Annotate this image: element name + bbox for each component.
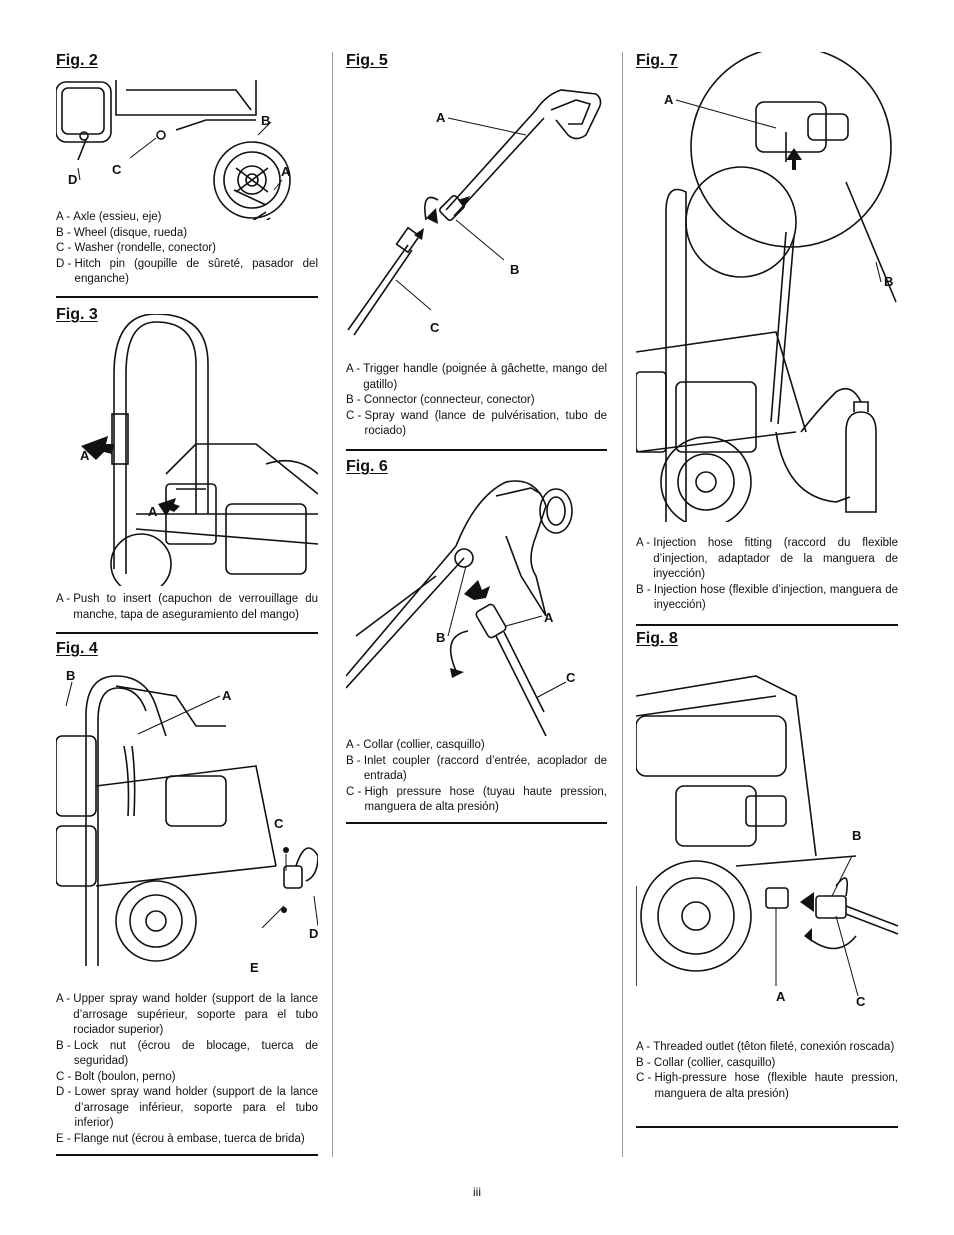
legend-item: C - Spray wand (lance de pulvérisation, … [346,409,607,438]
figure-2-illustration: B C D A [56,80,318,220]
figure-2: Fig. 2 [56,52,318,300]
figure-5-label-b: B [510,262,519,277]
legend-item: A - Trigger handle (poignée à gâchette, … [346,363,607,391]
figure-8-rule [636,1126,898,1128]
figure-6: Fig. 6 [346,458,607,828]
figure-4-label-c: C [274,816,284,831]
figure-7-label-b: B [884,274,893,289]
legend-item: B - Injection hose (flexible d’injection… [636,583,898,612]
figure-8-title: Fig. 8 [636,630,678,647]
figure-8-legend: A - Threaded outlet (têton fileté, conex… [636,1040,898,1102]
figure-6-label-a: A [544,610,554,625]
figure-8: Fig. 8 [636,630,898,1130]
figure-2-label-b: B [261,113,270,128]
legend-item: A - Collar (collier, casquillo) [346,739,485,751]
figure-3-legend: A - Push to insert (capuchon de verrouil… [56,592,318,623]
figure-7-label-a: A [664,92,674,107]
legend-item: C - High-pressure hose (flexible haute p… [636,1072,898,1100]
figure-2-title: Fig. 2 [56,52,98,69]
figure-4-illustration: A B C D E [56,666,318,986]
legend-item: A - Axle (essieu, eje) [56,211,162,223]
figure-6-title: Fig. 6 [346,458,388,475]
legend-item: B - Collar (collier, casquillo) [636,1056,776,1069]
figure-7-illustration: A B [636,52,898,522]
figure-4-label-e: E [250,960,259,975]
figure-6-rule [346,822,607,824]
figure-7-rule [636,624,898,626]
figure-6-illustration: A B C [346,466,607,736]
column-divider-left [332,52,333,1157]
figure-8-label-c: C [856,994,866,1009]
figure-8-label-a: A [776,989,786,1004]
figure-5-label-c: C [430,320,440,335]
figure-3-title: Fig. 3 [56,306,98,323]
figure-8-label-b: B [852,828,861,843]
figure-3-illustration: A A [56,314,318,586]
figure-7-legend: A - Injection hose fitting (raccord du f… [636,536,898,614]
figure-7: Fig. 7 [636,52,898,628]
legend-item: D - Lower spray wand holder (support de … [56,1086,318,1129]
figure-4: Fig. 4 [56,640,318,1160]
figure-2-label-c: C [112,162,122,177]
figure-2-rule [56,296,318,298]
figure-5-label-a: A [436,110,446,125]
figure-6-label-c: C [566,670,576,685]
legend-item: B - Wheel (disque, rueda) [56,226,188,239]
legend-item: C - High pressure hose (tuyau haute pres… [346,785,607,814]
figure-8-illustration: A B C [636,656,898,1016]
figure-2-legend: A - Axle (essieu, eje) B - Wheel (disque… [56,210,318,288]
legend-item: A - Injection hose fitting (raccord du f… [636,537,898,580]
figure-6-legend: A - Collar (collier, casquillo) B - Inle… [346,738,607,816]
figure-4-legend: A - Upper spray wand holder (support de … [56,992,318,1147]
column-divider-right [622,52,623,1157]
figure-5-rule [346,449,607,451]
legend-item: D - Hitch pin (goupille de sûreté, pasad… [56,257,318,286]
figure-4-title: Fig. 4 [56,640,98,657]
figure-5: Fig. 5 [346,52,607,452]
legend-item: E - Flange nut (écrou à embase, tuerca d… [56,1132,305,1145]
legend-item: A - Threaded outlet (têton fileté, conex… [636,1041,895,1053]
figure-2-label-a: A [281,164,291,179]
legend-item: B - Lock nut (écrou de blocage, tuerca d… [56,1039,318,1068]
figure-5-title: Fig. 5 [346,52,388,69]
figure-7-title: Fig. 7 [636,52,678,69]
figure-3-rule [56,632,318,634]
figure-6-label-b: B [436,630,445,645]
legend-item: A - Upper spray wand holder (support de … [56,993,318,1036]
figure-4-label-b: B [66,668,75,683]
left-column: Fig. 2 [56,52,318,1156]
figure-5-illustration: A B C [346,80,607,350]
legend-item: B - Connector (connecteur, conector) [346,394,535,406]
legend-item: C - Washer (rondelle, conector) [56,242,217,254]
figure-4-rule [56,1154,318,1156]
figure-5-legend: A - Trigger handle (poignée à gâchette, … [346,362,607,440]
legend-item: B - Inlet coupler (raccord d’entrée, aco… [346,754,607,783]
figure-2-label-d: D [68,172,77,187]
legend-item: A - Push to insert (capuchon de verrouil… [56,593,318,621]
page-number: iii [473,1185,481,1199]
figure-4-label-a: A [222,688,232,703]
figure-4-label-d: D [309,926,318,941]
figure-3-label-a-lower: A [148,504,158,519]
figure-3: Fig. 3 A A [56,306,318,636]
legend-item: C - Bolt (boulon, perno) [56,1070,176,1083]
figure-3-label-a-upper: A [80,448,90,463]
